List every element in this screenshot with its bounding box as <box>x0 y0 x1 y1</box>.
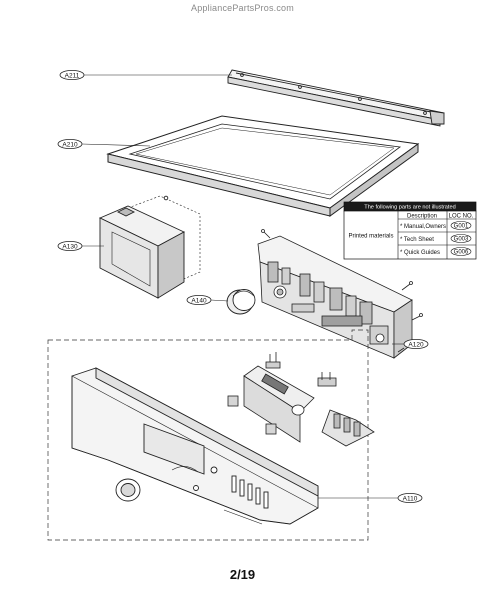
part-a130-drawer <box>98 195 201 299</box>
callout-label-a130: A130 <box>62 243 78 250</box>
table-row-description: * Tech Sheet <box>400 237 434 243</box>
table-row-loc: G006 <box>454 250 469 256</box>
part-a210-top-frame <box>106 115 420 217</box>
part-a140-knob <box>226 289 256 315</box>
callout-a130: A130 <box>57 240 104 251</box>
table-header-loc: LOC NO. <box>449 213 474 219</box>
callout-label-a210: A210 <box>62 141 78 148</box>
part-a211-rail <box>227 69 445 127</box>
table-row-loc: G001 <box>454 224 469 230</box>
table-row-description: * Quick Guides <box>400 250 440 256</box>
table-header-description: Description <box>407 213 437 219</box>
table-title: The following parts are not illustrated <box>364 205 455 211</box>
site-watermark: AppliancePartsPros.com <box>191 3 294 13</box>
part-a120-control-board <box>257 229 423 359</box>
callout-a110: A110 <box>318 492 423 503</box>
table-row-description: * Manual,Owners <box>400 224 446 230</box>
page-number: 2/19 <box>229 567 256 582</box>
callout-a210: A210 <box>57 138 151 149</box>
callout-a120: A120 <box>392 338 429 349</box>
callout-label-a110: A110 <box>403 495 418 502</box>
callout-label-a140: A140 <box>191 297 207 304</box>
not-illustrated-parts-table: The following parts are not illustrated … <box>343 201 477 260</box>
callout-a140: A140 <box>186 294 229 305</box>
table-row-loc: G003 <box>454 237 469 243</box>
part-display-module <box>227 352 375 447</box>
part-a110-control-panel <box>71 367 319 525</box>
callout-label-a120: A120 <box>408 341 424 348</box>
callout-label-a211: A211 <box>65 72 80 79</box>
table-group-label: Printed materials <box>348 234 393 240</box>
callout-a211: A211 <box>59 70 232 81</box>
part-a110-group-outline <box>47 329 369 541</box>
